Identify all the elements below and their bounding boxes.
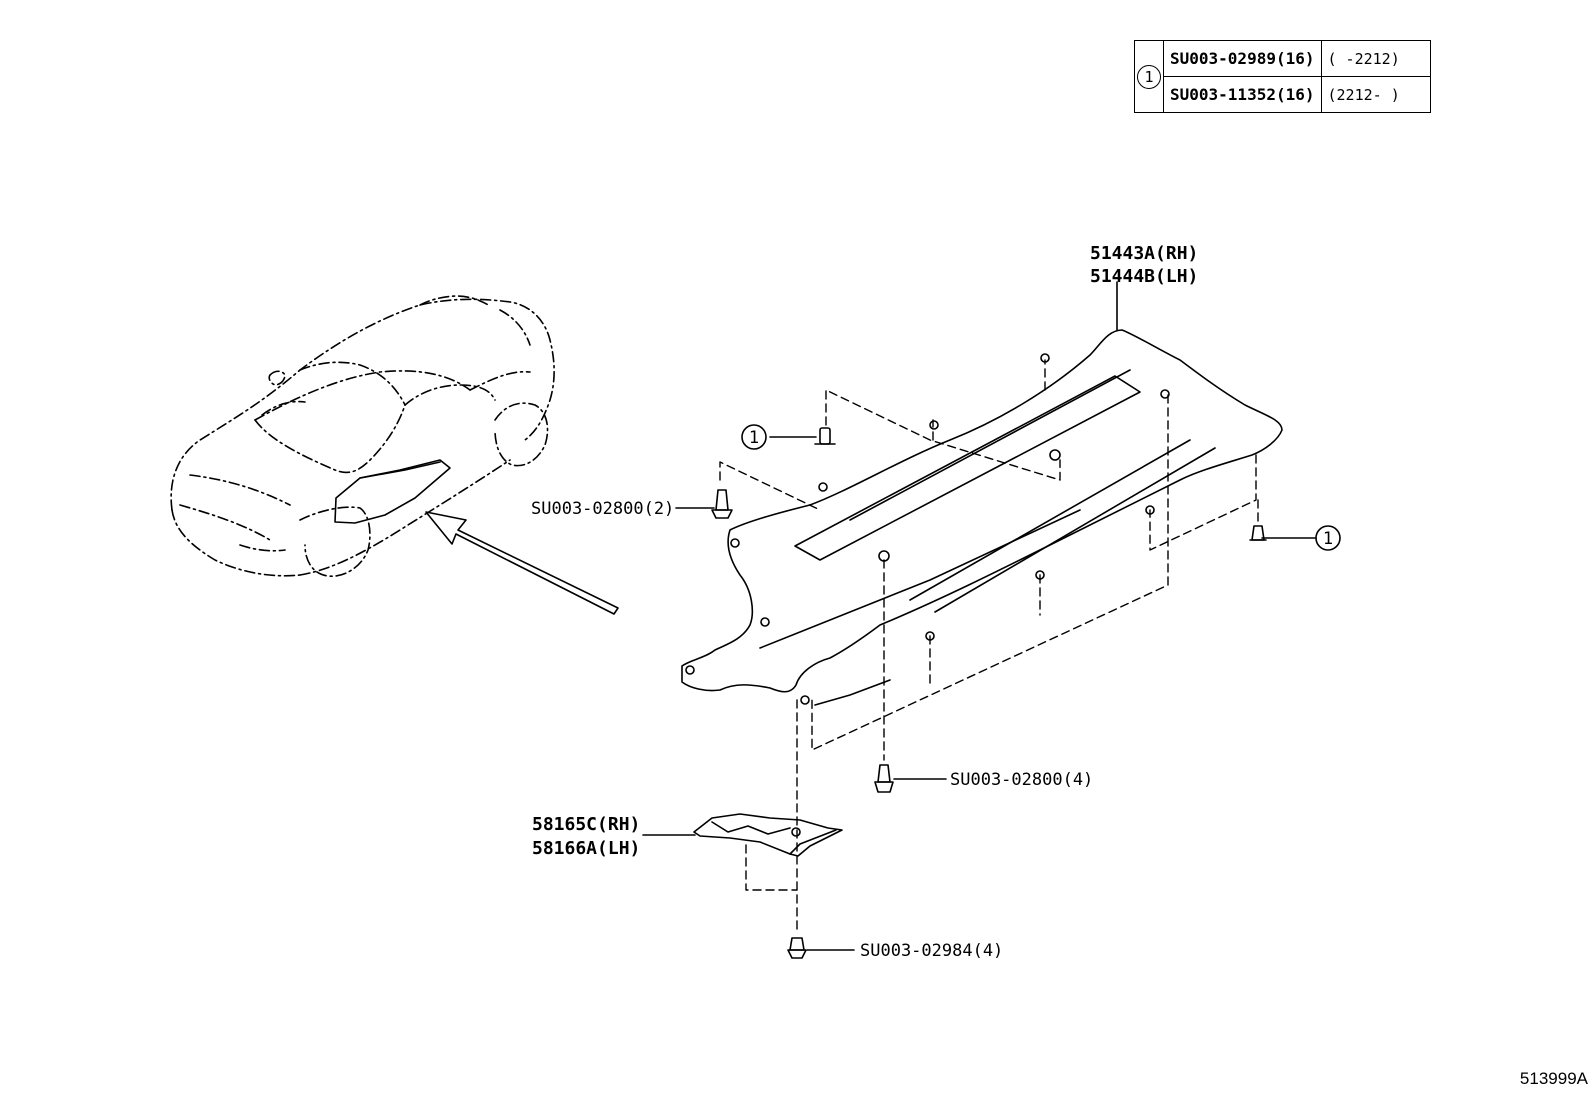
reference-table: 1 SU003-02989(16) ( -2212) SU003-11352(1… bbox=[1134, 40, 1431, 113]
engine-undercover-panel bbox=[681, 329, 1283, 706]
part-number-cell: SU003-11352(16) bbox=[1163, 76, 1322, 113]
clip-icon bbox=[711, 427, 1267, 959]
direction-arrow bbox=[425, 511, 619, 615]
callout-bolt-4: SU003-02984(4) bbox=[860, 941, 1003, 961]
leader-lines bbox=[642, 281, 1317, 951]
marker-circle-left bbox=[741, 424, 767, 450]
callout-shield-rh: 58165C(RH) bbox=[532, 814, 640, 835]
date-range-cell: (2212- ) bbox=[1320, 76, 1431, 113]
diagram-id: 513999A bbox=[1519, 1069, 1588, 1088]
marker-circle-right bbox=[1315, 525, 1341, 551]
part-number-cell: SU003-02989(16) bbox=[1163, 40, 1322, 77]
marker-cell: 1 bbox=[1134, 40, 1164, 113]
marker-label-right: 1 bbox=[1323, 529, 1333, 549]
marker-label-left: 1 bbox=[749, 428, 759, 448]
callout-clip-4: SU003-02800(4) bbox=[950, 770, 1093, 790]
circled-marker: 1 bbox=[1137, 64, 1161, 89]
callout-undercover-lh: 51444B(LH) bbox=[1090, 266, 1198, 287]
vehicle-outline bbox=[170, 295, 555, 577]
callout-undercover-rh: 51443A(RH) bbox=[1090, 243, 1198, 264]
callout-shield-lh: 58166A(LH) bbox=[532, 838, 640, 859]
callout-clip-2: SU003-02800(2) bbox=[531, 499, 674, 519]
heat-shield bbox=[693, 813, 843, 857]
reference-row: SU003-11352(16) (2212- ) bbox=[1135, 76, 1431, 113]
alignment-lines bbox=[719, 359, 1259, 931]
reference-row: 1 SU003-02989(16) ( -2212) bbox=[1134, 40, 1431, 113]
